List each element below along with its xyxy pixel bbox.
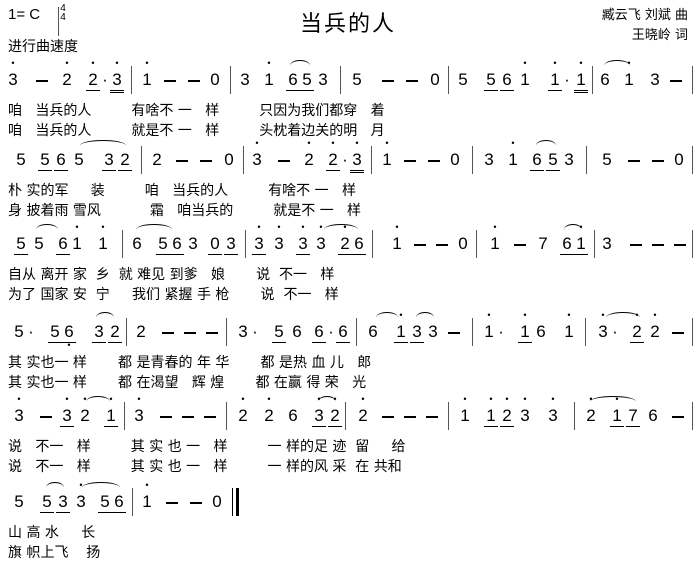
notation-line: 3 32 1 3 226 32 2 1 123 3 2 176 (0, 394, 700, 430)
time-bottom: 4 (60, 12, 66, 23)
composer: 臧云飞 刘斌 曲 (601, 8, 688, 23)
lyricist: 王晓岭 词 (631, 28, 688, 43)
notation-line: 5 565 32 20 3 2 2·3 10 31 653 50 (0, 138, 700, 174)
notation-line: 3 2 2·3 10 31 653 50 5561 1·1 613 (0, 58, 700, 94)
time-top: 4 (60, 3, 66, 14)
credits: 臧云飞 刘斌 曲 王晓岭 词 (602, 6, 688, 46)
score-row-4: 5· 56 32 2 3· 56 6·6 6 133 1· 161 3· 22 … (0, 310, 700, 400)
lyrics-verse-2: 为了 国家 安 宁 我们 紧握 手 枪 说 不一 样 (8, 287, 339, 303)
tempo-marking: 进行曲速度 (8, 39, 78, 55)
key-signature: 1= C (8, 6, 40, 23)
lyrics-verse-2: 身 披着雨 雪风 霜 咱当兵的 就是不 一 样 (8, 203, 362, 219)
lyrics-verse-2: 旗 帜上飞 扬 (8, 545, 101, 561)
lyrics-verse-2: 其 实也一 样 都 在渴望 辉 煌 都 在赢 得 荣 光 (8, 375, 367, 391)
score-row-1: 3 2 2·3 10 31 653 50 5561 1·1 613 咱 当兵的人… (0, 58, 700, 148)
page-title: 当兵的人 (300, 12, 397, 37)
lyrics-verse-2: 咱 当兵的人 就是不 一 样 头枕着边关的明 月 (8, 123, 385, 139)
score-row-3: 55 611 6 563 03 33 33 26 10 17 61 3 自从 离… (0, 222, 700, 312)
score-row-2: 5 565 32 20 3 2 2·3 10 31 653 50 朴 实的军 装… (0, 138, 700, 228)
lyrics-verse-2: 说 不一 样 其 实 也 一 样 一 样的风 采 在 共和 (8, 459, 402, 475)
lyrics-verse-1: 说 不一 样 其 实 也 一 样 一 样的足 迹 留 给 (8, 439, 406, 455)
lyrics-verse-1: 其 实也一 样 都 是青春的 年 华 都 是热 血 儿 郎 (8, 355, 372, 371)
notation-line: 5 53 3 56 10 (0, 480, 700, 516)
score-row-5: 3 32 1 3 226 32 2 1 123 3 2 176 说 不一 样 其… (0, 394, 700, 484)
score-row-6: 5 53 3 56 10 山 高 水 长 旗 帜上飞 扬 (0, 480, 700, 570)
lyrics-verse-1: 咱 当兵的人 有啥不 一 样 只因为我们都穿 着 (8, 103, 385, 119)
lyrics-verse-1: 山 高 水 长 (8, 525, 96, 541)
key-label: 1= C (8, 6, 41, 23)
lyrics-verse-1: 朴 实的军 装 咱 当兵的人 有啥不 一 样 (8, 183, 356, 199)
notation-line: 55 611 6 563 03 33 33 26 10 17 61 3 (0, 222, 700, 258)
lyrics-verse-1: 自从 离开 家 乡 就 难见 到爹 娘 说 不一 样 (8, 267, 335, 283)
notation-line: 5· 56 32 2 3· 56 6·6 6 133 1· 161 3· 22 (0, 310, 700, 350)
